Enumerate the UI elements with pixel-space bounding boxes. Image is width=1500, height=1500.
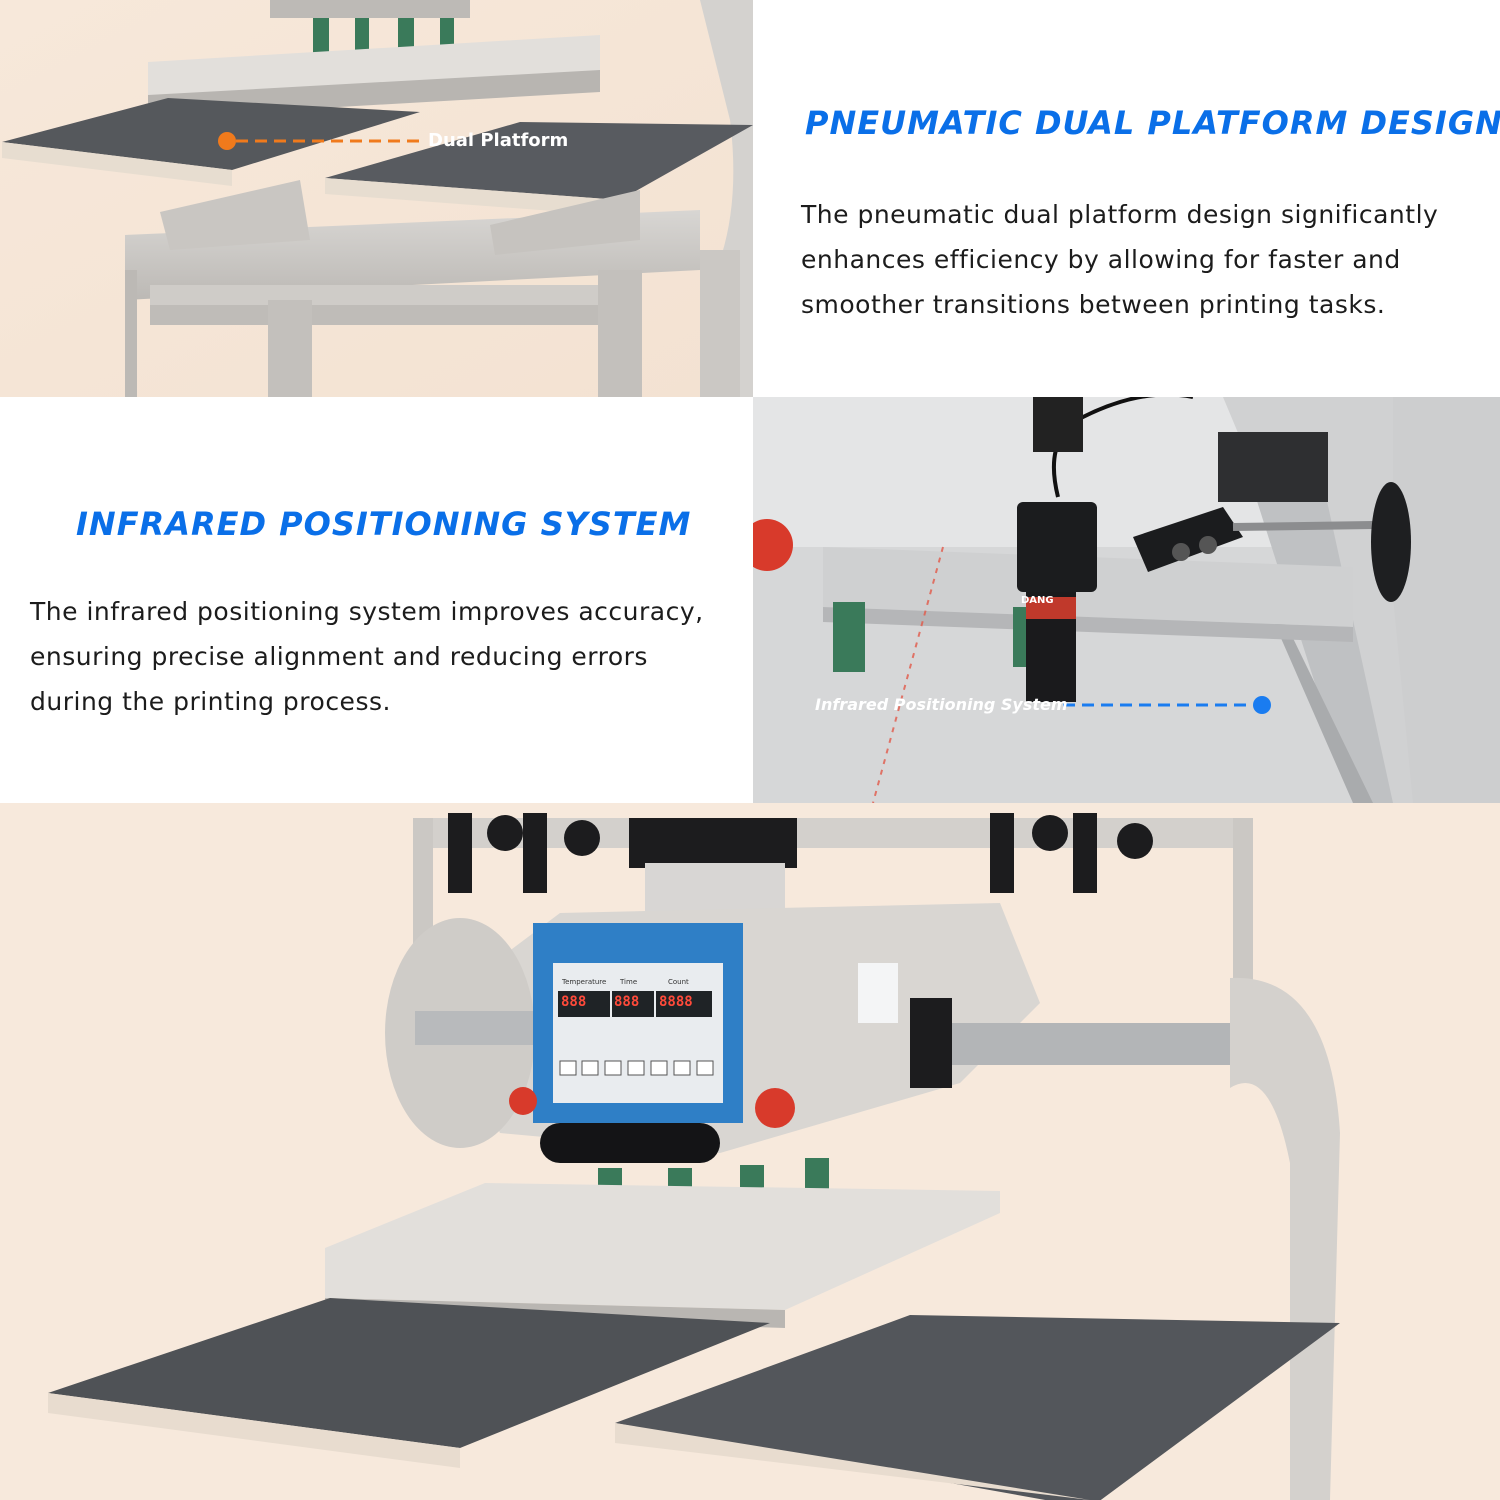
heat-press-machine-photo: Temperature Time Count 888 888 8888	[0, 803, 1500, 1500]
description-line: The infrared positioning system improves…	[30, 597, 704, 626]
feature-dual-platform: PNEUMATIC DUAL PLATFORM DESIGN The pneum…	[753, 0, 1500, 397]
panel-label-time: Time	[620, 978, 638, 986]
infrared-laser-photo: DANG Infrared Positioning System	[753, 397, 1500, 803]
description-line: during the printing process.	[30, 687, 391, 716]
feature-heading: INFRARED POSITIONING SYSTEM	[76, 505, 692, 543]
dual-platform-callout-label: Dual Platform	[428, 130, 569, 151]
dual-platform-illustration	[0, 0, 753, 397]
infrared-laser-illustration	[753, 397, 1500, 803]
panel-label-count: Count	[668, 978, 689, 986]
infrared-callout-label: Infrared Positioning System	[815, 695, 1068, 714]
dual-platform-callout-line	[218, 132, 420, 150]
description-line: ensuring precise alignment and reducing …	[30, 642, 648, 671]
dual-platform-photo: Dual Platform	[0, 0, 753, 397]
description-line: enhances efficiency by allowing for fast…	[801, 245, 1401, 274]
feature-infrared-positioning: INFRARED POSITIONING SYSTEM The infrared…	[0, 397, 753, 803]
description-line: smoother transitions between printing ta…	[801, 290, 1386, 319]
time-display: 888	[614, 994, 640, 1010]
count-display: 8888	[659, 994, 693, 1010]
feature-description: The infrared positioning system improves…	[30, 589, 704, 724]
feature-description: The pneumatic dual platform design signi…	[801, 192, 1438, 327]
feature-heading: PNEUMATIC DUAL PLATFORM DESIGN	[805, 104, 1500, 142]
description-line: The pneumatic dual platform design signi…	[801, 200, 1439, 229]
temperature-display: 888	[561, 994, 587, 1010]
laser-warning-label: DANG	[1021, 595, 1054, 606]
callout-dot	[1253, 696, 1271, 714]
heat-press-illustration	[0, 803, 1500, 1500]
callout-dot	[218, 132, 236, 150]
panel-label-temperature: Temperature	[562, 978, 607, 986]
infrared-callout-line	[1063, 696, 1271, 714]
